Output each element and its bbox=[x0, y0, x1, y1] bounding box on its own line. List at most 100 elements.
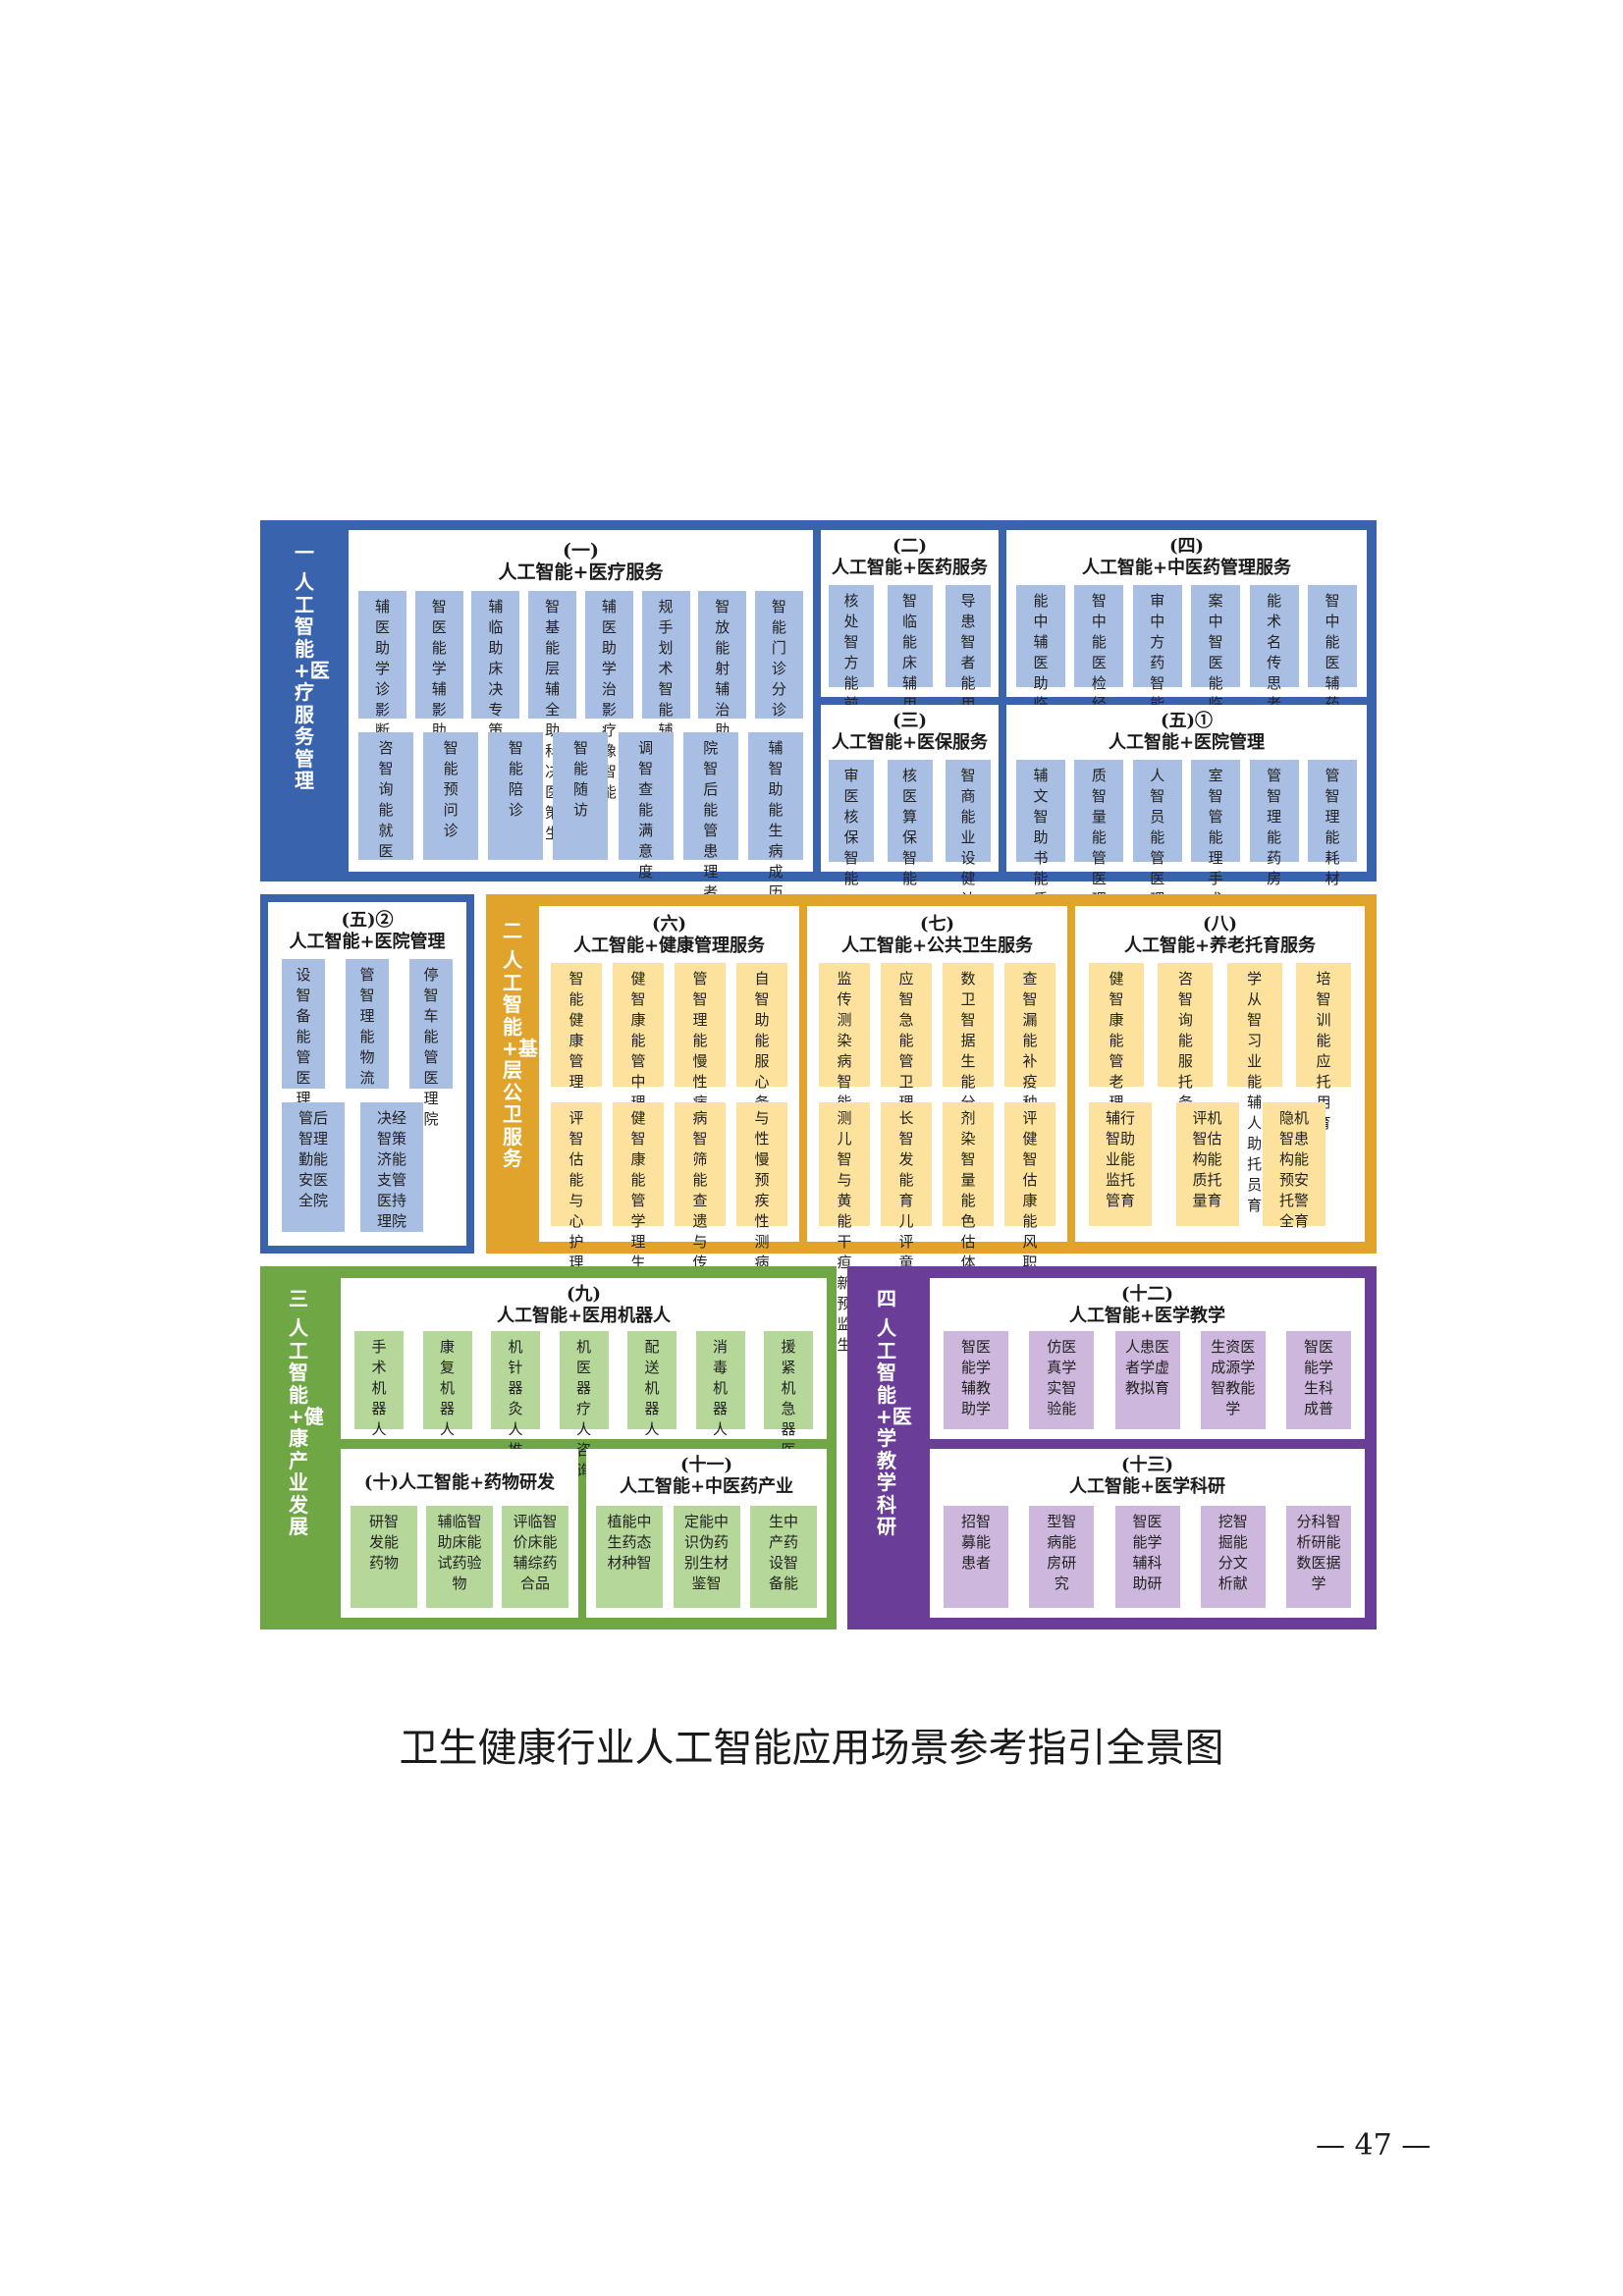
tile: 智中能医辅药助科研 bbox=[1307, 585, 1357, 774]
group-1-title: 人工智能+医疗服务 bbox=[498, 561, 664, 583]
group-12-title: 人工智能+医学教学 bbox=[1068, 1306, 1226, 1326]
section-3-number: 三 bbox=[289, 1287, 308, 1310]
tile: 机针器灸人推拿 bbox=[491, 1331, 540, 1479]
tile: 管智理能慢性病 bbox=[675, 963, 726, 1111]
tile: 仿医真学实智验能 bbox=[1029, 1331, 1095, 1429]
group-13-title: 人工智能+医学科研 bbox=[1068, 1476, 1226, 1497]
group-5a-title: 人工智能+医院管理 bbox=[1108, 732, 1266, 753]
group-9-number: (九) bbox=[566, 1284, 602, 1305]
section-4-title: 人工智能+医学教学科研 bbox=[876, 1316, 912, 1538]
tile: 核医算保智能 bbox=[887, 760, 933, 887]
tile: 辅医助学治影疗像智能 bbox=[584, 591, 633, 801]
tile: 配送机器人 bbox=[627, 1331, 676, 1438]
tile: 院智后能管患理者 bbox=[682, 732, 738, 901]
tile: 辅医助学诊影断像智能 bbox=[358, 591, 406, 801]
tile: 人智员能管医理务 bbox=[1132, 760, 1182, 929]
tile: 分科智析研能数医据学 bbox=[1286, 1506, 1351, 1608]
tile: 定能中识伪药别生材鉴智 bbox=[673, 1506, 740, 1608]
tile: 挖智掘能分文析献 bbox=[1200, 1506, 1266, 1608]
tile: 咨智询能服托务育 bbox=[1158, 963, 1214, 1132]
tile: 智中能医检经测络 bbox=[1074, 585, 1124, 754]
tile: 辅行智助业能监托管育 bbox=[1089, 1102, 1152, 1226]
tile: 审中方药智能 bbox=[1132, 585, 1182, 713]
group-6-health-management: (六) 人工智能+健康管理服务 智能健康管理 健智康能管中理医 管智理能慢性病 … bbox=[539, 906, 799, 1374]
group-10-title-row: (十)人工智能+药物研发 bbox=[341, 1472, 578, 1494]
tile: 规手划术智能辅助 bbox=[641, 591, 690, 760]
group-7-number: (七) bbox=[919, 914, 955, 934]
tile: 辅临助床决专策病智能 bbox=[471, 591, 520, 801]
group-5b-number: (五)② bbox=[341, 910, 394, 931]
tile: 评健智估康能风职险业 bbox=[1004, 1102, 1055, 1312]
group-7-title: 人工智能+公共卫生服务 bbox=[840, 935, 1034, 956]
tile: 智临能床辅用助药 bbox=[887, 585, 933, 754]
group-6-title: 人工智能+健康管理服务 bbox=[572, 935, 766, 956]
group-7-public-health: (七) 人工智能+公共卫生服务 监传测染病智能 应智急能管卫理生 数卫智据生能分… bbox=[807, 906, 1067, 1395]
tile: 健智康能管老理年人 bbox=[1089, 963, 1144, 1152]
tile: 机医器疗人咨询 bbox=[559, 1331, 609, 1479]
group-5a-hospital-management: (五)① 人工智能+医院管理 辅文智助书能质医控疗 质智量能管医理疗 人智员能管… bbox=[1006, 705, 1367, 970]
group-13-medical-research: (十三) 人工智能+医学科研 招智募能患者 型智病能房研究 智医能学辅科助研 挖… bbox=[930, 1449, 1365, 1618]
section-3: 三 人工智能+健康产业发展 (九) 人工智能+医用机器人 手术机器人 康复机器人… bbox=[260, 1266, 837, 1629]
section-4: 四 人工智能+医学教学科研 (十二) 人工智能+医学教学 智医能学辅教助学 仿医… bbox=[847, 1266, 1377, 1629]
section-4-number: 四 bbox=[877, 1287, 896, 1310]
tile: 康复机器人 bbox=[422, 1331, 472, 1438]
tile: 智能门诊分诊 bbox=[754, 591, 803, 719]
section-2-number: 二 bbox=[503, 919, 522, 942]
page-number: — 47 — bbox=[1316, 2128, 1432, 2163]
group-12-medical-education: (十二) 人工智能+医学教学 智医能学辅教助学 仿医真学实智验能 人患医者学虚教… bbox=[930, 1278, 1365, 1439]
group-12-number: (十二) bbox=[1120, 1284, 1174, 1305]
tile: 援紧机急器医人学救 bbox=[764, 1331, 813, 1521]
tile: 数卫智据生能分群公析体共 bbox=[943, 963, 994, 1214]
tile: 智能健康管理 bbox=[551, 963, 602, 1091]
tile: 停智车能管医理院 bbox=[409, 959, 453, 1128]
tile: 辅文智助书能质医控疗 bbox=[1016, 760, 1065, 970]
tile: 监传测染病智能 bbox=[819, 963, 870, 1111]
tile: 能中辅医助临诊床疗智 bbox=[1016, 585, 1065, 795]
tile: 手术机器人 bbox=[354, 1331, 404, 1438]
group-1-medical-service: (一) 人工智能+医疗服务 辅医助学诊影断像智能 智医能学辅影助像质数控据 辅临… bbox=[349, 530, 813, 901]
group-8-number: (八) bbox=[1202, 914, 1238, 934]
group-3-title: 人工智能+医保服务 bbox=[831, 732, 989, 753]
tile: 管智理能药房 bbox=[1249, 760, 1299, 887]
tile: 健智康能管学理生服心务理 bbox=[613, 1102, 664, 1354]
tile: 智能预问诊 bbox=[423, 732, 479, 860]
group-11-title: 人工智能+中医药产业 bbox=[619, 1476, 794, 1497]
section-2-label: 二 人工智能+基层公卫服务 bbox=[486, 919, 539, 1170]
tile: 剂染智量能色估体放算畸射变性 bbox=[943, 1102, 994, 1395]
section-2: 二 人工智能+基层公卫服务 (六) 人工智能+健康管理服务 智能健康管理 健智康… bbox=[486, 894, 1377, 1395]
section-3-title: 人工智能+健康产业发展 bbox=[288, 1316, 324, 1538]
tile: 导患智者能用辅药助指 bbox=[946, 585, 991, 795]
group-10-title: 人工智能+药物研发 bbox=[398, 1472, 556, 1493]
group-8-title: 人工智能+养老托育服务 bbox=[1123, 935, 1317, 956]
group-1-number: (一) bbox=[563, 540, 599, 561]
tile: 设智备能管医理疗 bbox=[282, 959, 325, 1128]
tile: 智医能学生科成普 bbox=[1286, 1331, 1351, 1429]
group-5b-hospital-management-frame: (五)② 人工智能+医院管理 设智备能管医理疗 管智理能物流 停智车能管医理院 … bbox=[260, 894, 474, 1254]
tile: 管智理能物流 bbox=[346, 959, 389, 1089]
tile: 消毒机器人 bbox=[695, 1331, 745, 1438]
tile: 应智急能管卫理生 bbox=[881, 963, 932, 1132]
tile: 智能陪诊 bbox=[488, 732, 544, 860]
figure-caption: 卫生健康行业人工智能应用场景参考指引全景图 bbox=[399, 1726, 1224, 1771]
tile: 核处智方能前辅置助审 bbox=[829, 585, 874, 795]
group-2-title: 人工智能+医药服务 bbox=[831, 558, 989, 578]
group-2-pharma-service: (二) 人工智能+医药服务 核处智方能前辅置助审 智临能床辅用助药 导患智者能用… bbox=[821, 530, 999, 795]
tile: 健智康能管中理医 bbox=[613, 963, 664, 1132]
tile: 咨智询能就医 bbox=[358, 732, 413, 860]
tile: 隐机智患构能预安托警全育 bbox=[1263, 1102, 1325, 1230]
tile: 人患医者学虚教拟育 bbox=[1114, 1331, 1180, 1429]
tile: 调智查能满意度 bbox=[618, 732, 674, 881]
tile: 智医能学辅影助像质数控据 bbox=[414, 591, 463, 842]
section-1-title: 人工智能+医疗服务管理 bbox=[294, 570, 330, 792]
group-6-number: (六) bbox=[651, 914, 687, 934]
section-1: 一 人工智能+医疗服务管理 (一) 人工智能+医疗服务 辅医助学诊影断像智能 智… bbox=[260, 520, 1377, 970]
tile: 辅临智助床能试药验物 bbox=[426, 1506, 493, 1608]
tile: 质智量能管医理疗 bbox=[1074, 760, 1124, 929]
tile: 辅智助能生病成历 bbox=[747, 732, 803, 901]
tile: 招智募能患者 bbox=[944, 1506, 1008, 1608]
tile: 与性慢预疾性测病非筛传查染 bbox=[736, 1102, 787, 1374]
group-10-number: (十) bbox=[363, 1472, 399, 1493]
section-2-title: 人工智能+基层公卫服务 bbox=[502, 948, 538, 1170]
group-4-number: (四) bbox=[1168, 536, 1205, 557]
tile: 型智病能房研究 bbox=[1029, 1506, 1095, 1608]
